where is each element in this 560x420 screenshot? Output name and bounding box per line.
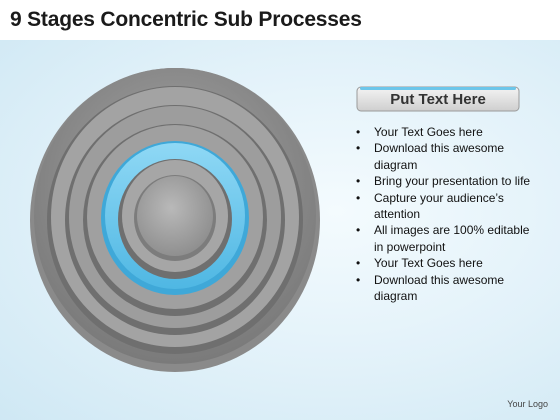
bullet-item: • Capture your audience’s attention	[354, 190, 534, 223]
bullet-item: • Download this awesome diagram	[354, 140, 534, 173]
bullet-icon: •	[356, 223, 361, 238]
bullet-icon: •	[356, 174, 361, 189]
bullet-item: • All images are 100% editable in powerpo…	[354, 222, 534, 255]
title-bar: 9 Stages Concentric Sub Processes	[0, 0, 560, 40]
bullet-text: Bring your presentation to life	[374, 174, 531, 189]
bullet-icon: •	[356, 125, 361, 139]
bullet-text: Your Text Goes here	[374, 125, 483, 139]
concentric-diagram	[30, 68, 320, 372]
bullet-item: • Bring your presentation to life	[354, 173, 534, 189]
bullet-list: • Your Text Goes here • Download this awes…	[354, 124, 534, 304]
bullet-text: All images are 100% editable in powerpoi…	[374, 223, 530, 254]
bullet-icon: •	[356, 141, 361, 156]
page-title: 9 Stages Concentric Sub Processes	[10, 8, 362, 31]
bullet-text: Capture your audience’s attention	[374, 190, 504, 222]
bullet-icon: •	[356, 256, 361, 271]
bullet-item: • Your Text Goes here	[354, 124, 534, 140]
center-disc-face	[137, 176, 213, 256]
bullet-text: Download this awesome diagram	[374, 272, 505, 304]
header-box-shape	[356, 86, 520, 112]
bullet-icon: •	[356, 190, 361, 205]
bullet-text: Your Text Goes here	[374, 256, 483, 271]
header-label: Put Text Here	[390, 91, 486, 108]
bullet-text: Download this awesome diagram	[374, 141, 505, 172]
bullet-item: • Download this awesome diagram	[354, 272, 534, 305]
bullet-icon: •	[356, 272, 361, 287]
bullet-item: • Your Text Goes here	[354, 255, 534, 271]
logo-placeholder: Your Logo	[507, 399, 548, 409]
text-header-box: Put Text Here	[356, 86, 520, 112]
